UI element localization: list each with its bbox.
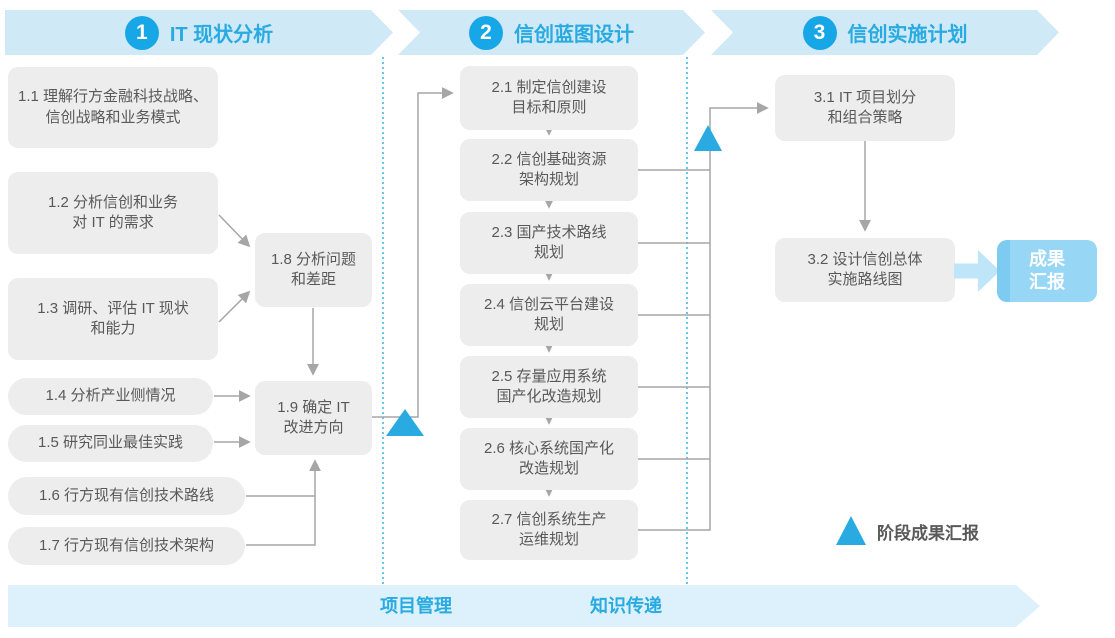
task-box-3-2: 3.2 设计信创总体 实施路线图 <box>775 238 955 302</box>
task-box-2-7-line1: 2.7 信创系统生产 <box>491 510 607 528</box>
task-box-1-3-line2: 和能力 <box>90 320 136 337</box>
task-box-1-6: 1.6 行方现有信创技术路线 <box>8 477 245 515</box>
phase-banner-1: 1 IT 现状分析 <box>5 10 393 55</box>
deliverable-report-line1: 成果 <box>1029 248 1065 269</box>
task-box-2-2-line2: 架构规划 <box>518 171 579 188</box>
task-box-1-4: 1.4 分析产业侧情况 <box>8 378 213 415</box>
phase-number-badge-1: 1 <box>125 16 159 50</box>
task-box-2-7: 2.7 信创系统生产 运维规划 <box>460 500 638 560</box>
task-box-2-7-line2: 运维规划 <box>518 531 579 548</box>
task-box-3-1: 3.1 IT 项目划分 和组合策略 <box>775 75 955 141</box>
task-box-1-9-line1: 1.9 确定 IT <box>277 398 350 416</box>
task-box-1-3: 1.3 调研、评估 IT 现状 和能力 <box>8 278 218 360</box>
deliverable-report-line2: 汇报 <box>1029 272 1065 292</box>
label-knowledge-transfer: 知识传递 <box>590 596 662 616</box>
task-box-1-5: 1.5 研究同业最佳实践 <box>8 425 213 462</box>
task-box-1-7-line1: 1.7 行方现有信创技术架构 <box>38 536 215 554</box>
task-box-2-6-line1: 2.6 核心系统国产化 <box>483 439 615 457</box>
phase-title-3: 信创实施计划 <box>847 24 968 46</box>
legend-triangle-icon <box>836 516 866 545</box>
phase-number-badge-3: 3 <box>803 16 837 50</box>
task-box-2-1-line1: 2.1 制定信创建设 <box>491 78 607 96</box>
task-box-1-7: 1.7 行方现有信创技术架构 <box>8 527 245 565</box>
task-box-1-3-line1: 1.3 调研、评估 IT 现状 <box>37 299 189 317</box>
deliverable-arrow-icon <box>954 250 1000 292</box>
task-box-3-2-line2: 实施路线图 <box>827 271 903 288</box>
task-box-2-5: 2.5 存量应用系统 国产化改造规划 <box>460 356 638 418</box>
phase-title-1: IT 现状分析 <box>169 24 274 46</box>
phase-number-badge-2: 2 <box>469 16 503 50</box>
milestone-triangle-phase2 <box>694 125 722 151</box>
bottom-banner <box>8 585 1040 627</box>
phase-title-2: 信创蓝图设计 <box>514 24 634 46</box>
task-box-1-1-line2: 信创战略和业务模式 <box>45 108 181 126</box>
phase-banner-3: 3 信创实施计划 <box>711 10 1059 55</box>
task-box-1-9-line2: 改进方向 <box>283 419 344 436</box>
task-box-2-5-line1: 2.5 存量应用系统 <box>491 367 607 385</box>
task-box-3-2-line1: 3.2 设计信创总体 <box>807 250 923 268</box>
task-box-2-3-line2: 规划 <box>533 244 564 261</box>
connector-1-7-to-1-9 <box>246 459 321 546</box>
task-box-1-6-line1: 1.6 行方现有信创技术路线 <box>38 486 215 504</box>
connector-1-3-to-1-8 <box>218 290 251 323</box>
task-box-2-2: 2.2 信创基础资源 架构规划 <box>460 139 638 201</box>
task-box-1-2: 1.2 分析信创和业务 对 IT 的需求 <box>8 172 218 254</box>
connector-1-9-to-2-1 <box>372 87 454 418</box>
label-project-management: 项目管理 <box>380 596 452 616</box>
phase-banner-2: 2 信创蓝图设计 <box>398 10 705 55</box>
task-box-2-1-line2: 目标和原则 <box>511 99 587 116</box>
task-box-2-4: 2.4 信创云平台建设 规划 <box>460 284 638 346</box>
task-box-1-4-line1: 1.4 分析产业侧情况 <box>45 387 176 405</box>
task-box-1-9: 1.9 确定 IT 改进方向 <box>255 381 372 455</box>
legend-label: 阶段成果汇报 <box>877 524 979 543</box>
milestone-triangle-phase1 <box>386 409 424 436</box>
task-box-2-1: 2.1 制定信创建设 目标和原则 <box>460 66 638 130</box>
task-box-2-3: 2.3 国产技术路线 规划 <box>460 212 638 274</box>
deliverable-report-box: 成果 汇报 <box>997 240 1097 302</box>
task-box-3-1-line1: 3.1 IT 项目划分 <box>813 88 917 106</box>
task-box-1-2-line1: 1.2 分析信创和业务 <box>47 193 179 211</box>
task-box-2-4-line1: 2.4 信创云平台建设 <box>483 295 615 313</box>
task-box-2-3-line1: 2.3 国产技术路线 <box>491 223 607 241</box>
task-box-1-8-line1: 1.8 分析问题 <box>270 250 357 268</box>
task-box-2-5-line2: 国产化改造规划 <box>496 388 602 405</box>
connector-1-2-to-1-8 <box>218 214 251 248</box>
task-box-2-2-line1: 2.2 信创基础资源 <box>491 150 607 168</box>
task-box-1-8-line2: 和差距 <box>290 271 336 288</box>
task-box-2-6-line2: 改造规划 <box>518 460 579 477</box>
task-box-1-1-line1: 1.1 理解行方金融科技战略、 <box>17 88 209 106</box>
collector-spine-to-3-1 <box>638 102 769 531</box>
task-box-3-1-line2: 和组合策略 <box>827 109 903 126</box>
task-box-2-6: 2.6 核心系统国产化 改造规划 <box>460 428 638 490</box>
task-box-1-2-line2: 对 IT 的需求 <box>72 214 154 231</box>
task-box-1-5-line1: 1.5 研究同业最佳实践 <box>37 434 184 452</box>
task-box-1-8: 1.8 分析问题 和差距 <box>255 233 372 307</box>
task-box-1-1: 1.1 理解行方金融科技战略、 信创战略和业务模式 <box>8 67 218 148</box>
task-box-2-4-line2: 规划 <box>533 316 564 333</box>
